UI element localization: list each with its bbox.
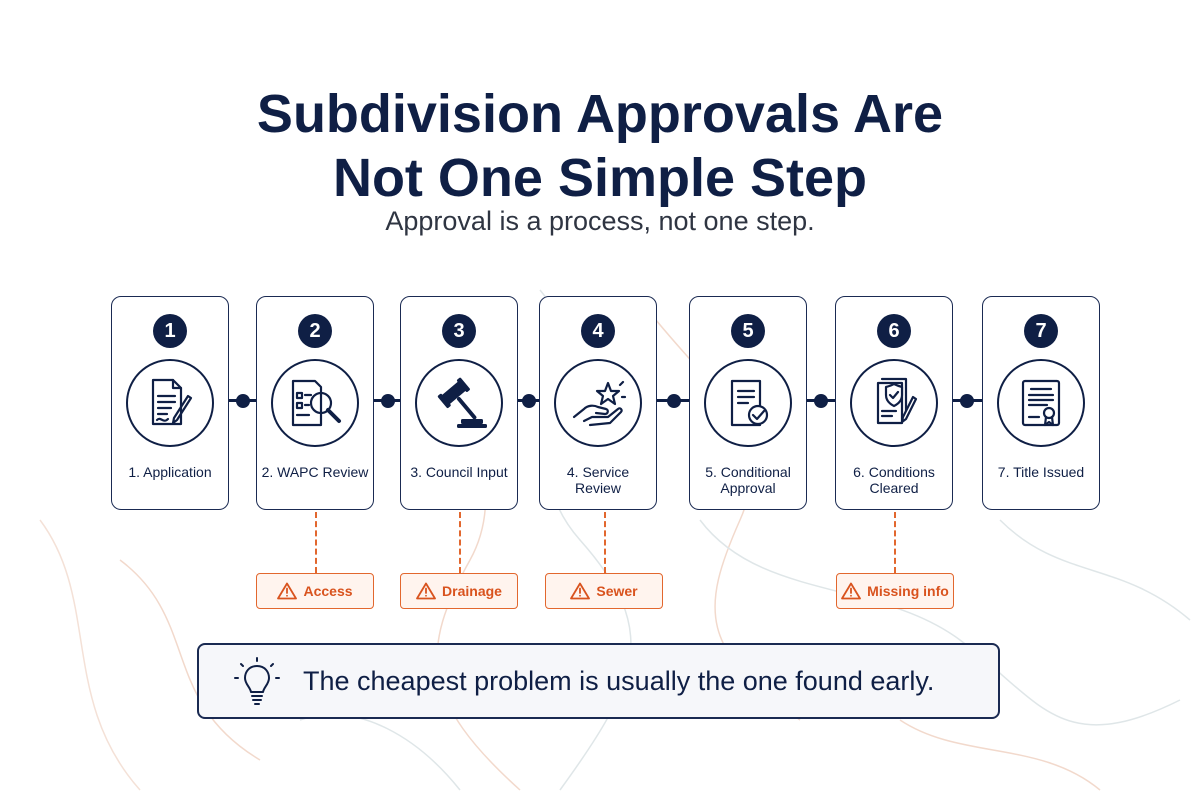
document-signing-icon bbox=[151, 378, 193, 426]
step-icon-circle bbox=[271, 359, 359, 447]
step-card-conditional-approval: 5 5. Conditional Approval bbox=[689, 296, 807, 510]
step-card-title-issued: 7 7. Title Issued bbox=[982, 296, 1100, 510]
step-card-application: 1 1. Application bbox=[111, 296, 229, 510]
hand-star-icon bbox=[572, 380, 627, 427]
connector-dot bbox=[381, 394, 395, 408]
page-title: Subdivision Approvals Are Not One Simple… bbox=[0, 82, 1200, 210]
lightbulb-icon bbox=[234, 657, 280, 705]
title-line-1: Subdivision Approvals Are bbox=[256, 84, 944, 144]
connector-dot bbox=[814, 394, 828, 408]
step-card-wapc-review: 2 2. WAPC Review bbox=[256, 296, 374, 510]
step-label: 6. Conditions Cleared bbox=[853, 464, 935, 496]
warning-icon bbox=[570, 582, 591, 600]
step-icon-circle bbox=[415, 359, 503, 447]
document-check-icon bbox=[730, 379, 769, 427]
step-label: 7. Title Issued bbox=[997, 464, 1085, 480]
step-card-council-input: 3 3. Council Input bbox=[400, 296, 518, 510]
page-subtitle: Approval is a process, not one step. bbox=[385, 206, 815, 236]
step-number: 4 bbox=[581, 314, 615, 348]
step-number: 5 bbox=[731, 314, 765, 348]
step-number: 7 bbox=[1024, 314, 1058, 348]
step-label: 1. Application bbox=[128, 464, 212, 480]
insight-text: The cheapest problem is usually the one … bbox=[303, 665, 935, 696]
step-label: 5. Conditional Approval bbox=[705, 464, 791, 496]
step-icon-circle bbox=[850, 359, 938, 447]
connector-dot bbox=[960, 394, 974, 408]
document-magnifier-icon bbox=[291, 379, 341, 427]
step-number: 2 bbox=[298, 314, 332, 348]
step-number: 6 bbox=[877, 314, 911, 348]
risk-tag-sewer: Sewer bbox=[545, 573, 663, 609]
risk-connector bbox=[604, 512, 606, 573]
connector-dot bbox=[522, 394, 536, 408]
title-line-2: Not One Simple Step bbox=[332, 148, 868, 208]
step-label: 4. Service Review bbox=[566, 464, 630, 496]
risk-connector bbox=[459, 512, 461, 573]
warning-icon bbox=[416, 582, 436, 600]
step-card-service-review: 4 4. Service Review bbox=[539, 296, 657, 510]
step-card-conditions-cleared: 6 6. Conditions Cleared bbox=[835, 296, 953, 510]
step-icon-circle bbox=[126, 359, 214, 447]
connector-dot bbox=[667, 394, 681, 408]
warning-icon bbox=[841, 582, 862, 600]
risk-tag-drainage: Drainage bbox=[400, 573, 518, 609]
documents-shield-icon bbox=[876, 377, 918, 425]
risk-tag-missing-info: Missing info bbox=[836, 573, 954, 609]
risk-tag-label: Sewer bbox=[596, 583, 638, 599]
connector-dot bbox=[236, 394, 250, 408]
step-icon-circle bbox=[704, 359, 792, 447]
step-icon-circle bbox=[997, 359, 1085, 447]
risk-connector bbox=[315, 512, 317, 573]
step-icon-circle bbox=[554, 359, 642, 447]
gavel-icon bbox=[437, 377, 487, 428]
warning-icon bbox=[277, 582, 298, 600]
step-number: 1 bbox=[153, 314, 187, 348]
insight-callout: The cheapest problem is usually the one … bbox=[197, 643, 1000, 719]
risk-tag-label: Access bbox=[303, 583, 353, 599]
risk-tag-label: Drainage bbox=[442, 583, 502, 599]
step-label: 2. WAPC Review bbox=[261, 464, 369, 480]
risk-tag-access: Access bbox=[256, 573, 374, 609]
step-label: 3. Council Input bbox=[410, 464, 508, 480]
step-number: 3 bbox=[442, 314, 476, 348]
risk-tag-label: Missing info bbox=[867, 583, 949, 599]
certificate-icon bbox=[1021, 379, 1061, 427]
risk-connector bbox=[894, 512, 896, 573]
